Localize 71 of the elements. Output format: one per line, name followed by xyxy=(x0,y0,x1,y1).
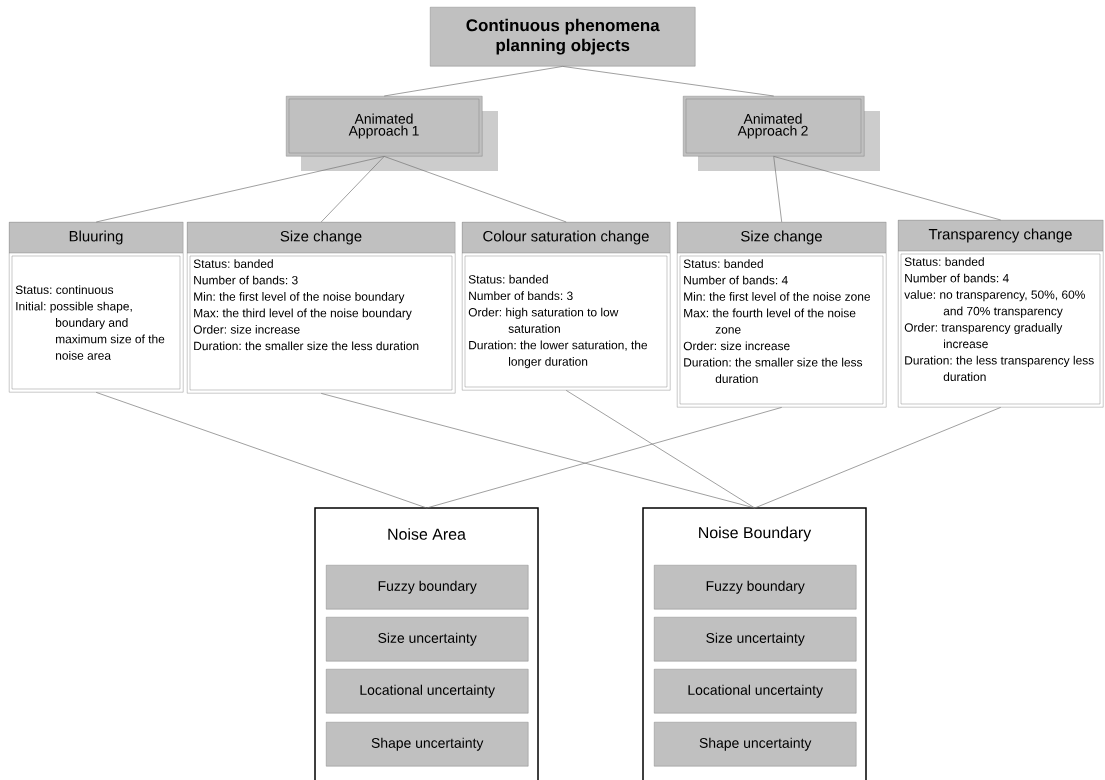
attribute-text: Duration: the less transparency less duration xyxy=(905,355,1094,382)
connector-line xyxy=(95,156,385,223)
attribute-text: Min: the first level of the noise boundary xyxy=(194,292,405,304)
attribute-text: Order: size increase xyxy=(683,341,790,351)
attribute-text: Status: banded xyxy=(468,274,548,284)
uncertainty-box xyxy=(654,722,857,767)
item-text: Locational uncertainty xyxy=(688,684,823,698)
heading-text: Animated Approach 1 xyxy=(348,113,419,139)
heading-text: Noise Boundary xyxy=(699,526,812,542)
header-text: Transparency change xyxy=(928,228,1072,243)
uncertainty-box xyxy=(654,617,857,662)
connector-line xyxy=(95,392,428,509)
connector-line xyxy=(754,407,1002,509)
item-text: Shape uncertainty xyxy=(371,737,484,751)
category-box xyxy=(461,222,671,391)
uncertainty-box xyxy=(654,669,857,714)
category-box xyxy=(8,222,184,393)
attribute-text: Number of bands: 3 xyxy=(194,275,298,285)
group-panel xyxy=(314,507,539,780)
attribute-text: Order: high saturation to low saturation xyxy=(468,307,619,333)
category-box xyxy=(676,222,887,408)
uncertainty-box xyxy=(326,669,529,714)
connector-line xyxy=(320,156,385,223)
uncertainty-box xyxy=(326,617,529,662)
item-text: Locational uncertainty xyxy=(360,684,495,698)
approach-box xyxy=(683,96,880,171)
attribute-text: Number of bands: 4 xyxy=(905,273,1009,283)
connector-line xyxy=(773,156,1002,221)
heading-text: Noise Area xyxy=(388,528,466,540)
connector-line xyxy=(383,66,564,97)
item-text: Size uncertainty xyxy=(706,632,805,646)
title-text: Continuous phenomena planning objects xyxy=(466,18,660,55)
attribute-text: Duration: the smaller size the less duration xyxy=(684,357,863,384)
attribute-text: Max: the third level of the noise boundary xyxy=(194,308,412,320)
attribute-text: Status: banded xyxy=(683,259,763,268)
uncertainty-box xyxy=(654,565,857,610)
attribute-text: Min: the first level of the noise zone xyxy=(684,292,871,301)
attribute-text: Status: banded xyxy=(193,259,273,268)
heading-text: Animated Approach 2 xyxy=(737,113,808,139)
connector-line xyxy=(562,66,775,97)
header-text: Colour saturation change xyxy=(483,230,649,245)
attribute-text: Duration: the lower saturation, the longer duration xyxy=(469,340,648,369)
attribute-text: Number of bands: 3 xyxy=(469,291,573,301)
uncertainty-box xyxy=(326,722,529,767)
title-box xyxy=(430,7,696,67)
attribute-text: Order: size increase xyxy=(193,324,300,334)
connector-line xyxy=(565,390,756,509)
approach-box xyxy=(286,96,498,171)
attribute-text: Initial: possible shape, boundary and maximum size of the noise area xyxy=(16,301,165,360)
connector-line xyxy=(773,156,783,223)
connector-line xyxy=(320,393,756,509)
category-box xyxy=(186,222,456,394)
item-text: Size uncertainty xyxy=(378,632,477,646)
group-panel xyxy=(642,507,867,780)
item-text: Shape uncertainty xyxy=(699,737,812,751)
uncertainty-box xyxy=(326,565,529,610)
item-text: Fuzzy boundary xyxy=(706,580,805,594)
attribute-text: Duration: the smaller size the less duration xyxy=(194,341,419,351)
item-text: Fuzzy boundary xyxy=(378,580,477,594)
attribute-text: Max: the fourth level of the noise zone xyxy=(684,308,856,334)
connector-line xyxy=(383,156,567,223)
header-text: Size change xyxy=(741,230,822,245)
attribute-text: Status: continuous xyxy=(15,285,114,294)
attribute-text: value: no transparency, 50%, 60% and 70% transparency xyxy=(904,290,1085,318)
attribute-text: Number of bands: 4 xyxy=(684,275,788,285)
category-box xyxy=(897,220,1104,408)
attribute-text: Status: banded xyxy=(904,257,984,266)
header-text: Bluuring xyxy=(69,230,123,245)
attribute-text: Order: transparency gradually increase xyxy=(904,322,1063,349)
connector-line xyxy=(426,407,783,509)
header-text: Size change xyxy=(280,230,362,245)
